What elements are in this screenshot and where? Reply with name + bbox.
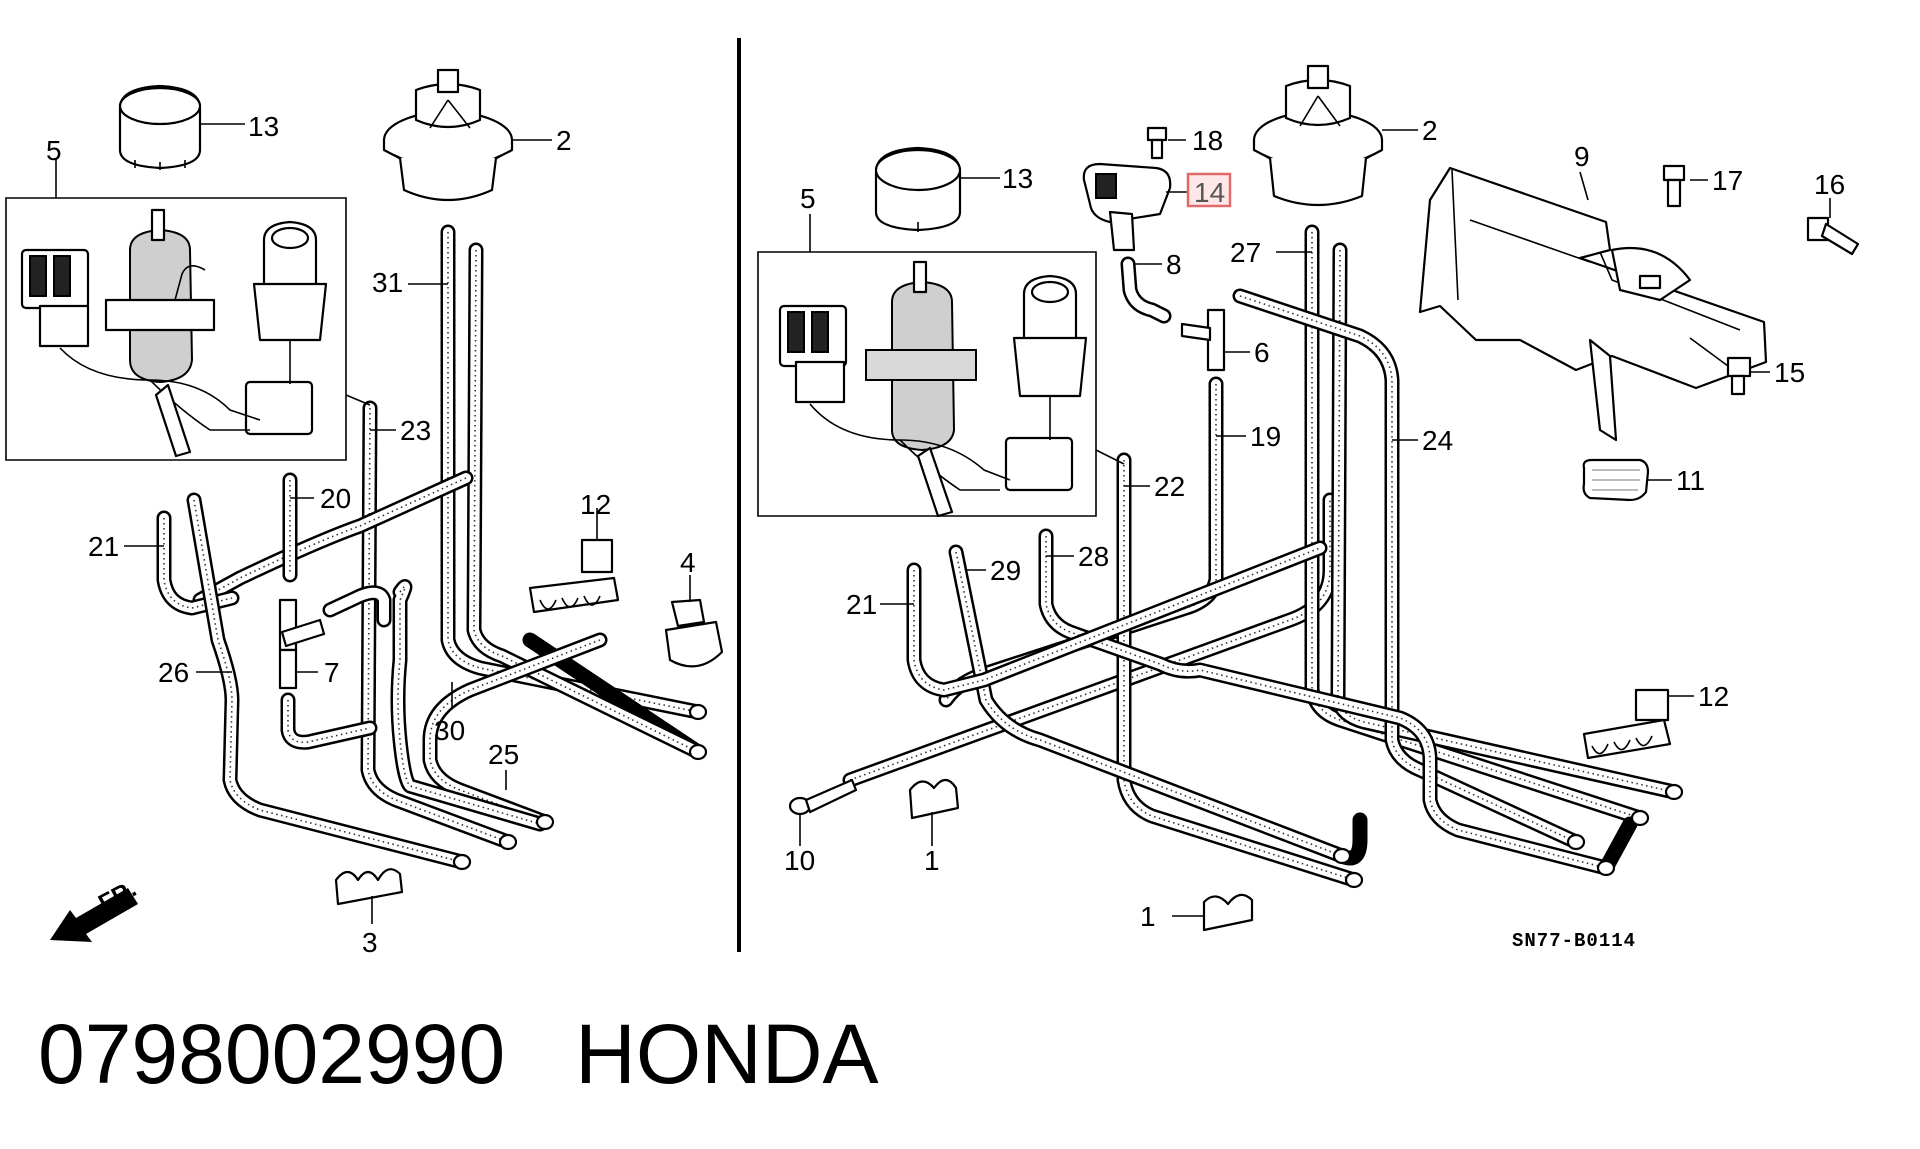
callout-right-8: 8 (1166, 249, 1182, 280)
hose-7-lower (280, 585, 392, 750)
callout-left-20: 20 (320, 483, 351, 514)
part-13-cap-left (118, 84, 245, 170)
drawing-code: SN77-B0114 (1512, 930, 1636, 952)
callout-right-28: 28 (1078, 541, 1109, 572)
callout-left-5: 5 (46, 135, 62, 166)
callout-right-15: 15 (1774, 357, 1805, 388)
callout-left-26: 26 (158, 657, 189, 688)
callout-right-9: 9 (1574, 141, 1590, 172)
callout-right-17: 17 (1712, 165, 1743, 196)
hose-right-24 (1232, 288, 1584, 850)
callout-right-16: 16 (1814, 169, 1845, 200)
callout-highlight-14 (1186, 172, 1232, 208)
part-17-bolt (1662, 164, 1708, 208)
part-2-valve-right (1252, 64, 1418, 207)
part-number: 0798002990 (38, 1007, 506, 1101)
part-7-joint (278, 598, 326, 690)
part-18-bolt (1146, 126, 1186, 160)
callout-right-27: 27 (1230, 237, 1261, 268)
callout-right-1a: 1 (924, 845, 940, 876)
brand-name: HONDA (575, 1007, 879, 1101)
right-panel: 13 18 14 2 9 17 16 5 8 27 6 19 24 15 11 … (757, 64, 1860, 952)
callout-left-2: 2 (556, 125, 572, 156)
left-hoses (156, 224, 708, 871)
part-3-clip (334, 868, 404, 924)
callout-left-4: 4 (680, 547, 696, 578)
part-12-clip-right (1582, 688, 1694, 760)
part-4-clip (664, 575, 724, 668)
part-14-sensor (1082, 162, 1188, 252)
callout-left-30: 30 (434, 715, 465, 746)
callout-right-2: 2 (1422, 115, 1438, 146)
part-12-clip-left (528, 508, 620, 614)
callout-left-3: 3 (362, 927, 378, 958)
callout-right-6: 6 (1254, 337, 1270, 368)
right-hoses (842, 224, 1684, 889)
callout-right-10: 10 (784, 845, 815, 876)
part-6-joint (1180, 308, 1250, 372)
callout-right-14: 14 (1194, 177, 1225, 208)
part-15-bolt (1689, 337, 1770, 396)
part-5-assembly-left (5, 158, 371, 461)
part-2-valve-left (382, 68, 552, 202)
part-1-clip-a (908, 778, 960, 846)
callout-right-5: 5 (800, 183, 816, 214)
callout-right-1b: 1 (1140, 901, 1156, 932)
callout-left-21: 21 (88, 531, 119, 562)
part-13-cap-right (874, 146, 1000, 232)
callout-right-13: 13 (1002, 163, 1033, 194)
fr-arrow: FR. (50, 875, 141, 942)
callout-right-12: 12 (1698, 681, 1729, 712)
callout-right-29: 29 (990, 555, 1021, 586)
callout-right-18: 18 (1192, 125, 1223, 156)
hose-right-21 (906, 540, 1328, 698)
callout-right-19: 19 (1250, 421, 1281, 452)
hose-26 (186, 492, 470, 870)
part-10-bolt (788, 778, 858, 846)
hose-right-10 (842, 492, 1338, 788)
callout-right-24: 24 (1422, 425, 1453, 456)
hose-21 (156, 510, 240, 616)
part-5-assembly-right (757, 214, 1125, 518)
part-1-clip-b (1172, 893, 1254, 932)
callout-left-13: 13 (248, 111, 279, 142)
callout-left-25: 25 (488, 739, 519, 770)
callout-left-23: 23 (400, 415, 431, 446)
callout-right-11: 11 (1676, 465, 1705, 496)
callout-right-22: 22 (1154, 471, 1185, 502)
hose-25 (390, 579, 548, 832)
left-panel: FR. 13 5 2 31 23 20 21 26 7 30 25 12 4 3 (5, 68, 724, 958)
part-9-bracket (1418, 166, 1768, 442)
hose-right-29 (948, 544, 1368, 866)
hose-right-28 (1038, 528, 1638, 876)
hose-31 (440, 224, 706, 720)
part-16-bolt (1806, 198, 1860, 256)
callout-right-21: 21 (846, 589, 877, 620)
hose-right-8 (1120, 256, 1172, 324)
part-11-pad (1582, 458, 1672, 502)
callout-left-12: 12 (580, 489, 611, 520)
callout-left-7: 7 (324, 657, 340, 688)
callout-left-31: 31 (372, 267, 403, 298)
hose-23 (360, 400, 516, 850)
